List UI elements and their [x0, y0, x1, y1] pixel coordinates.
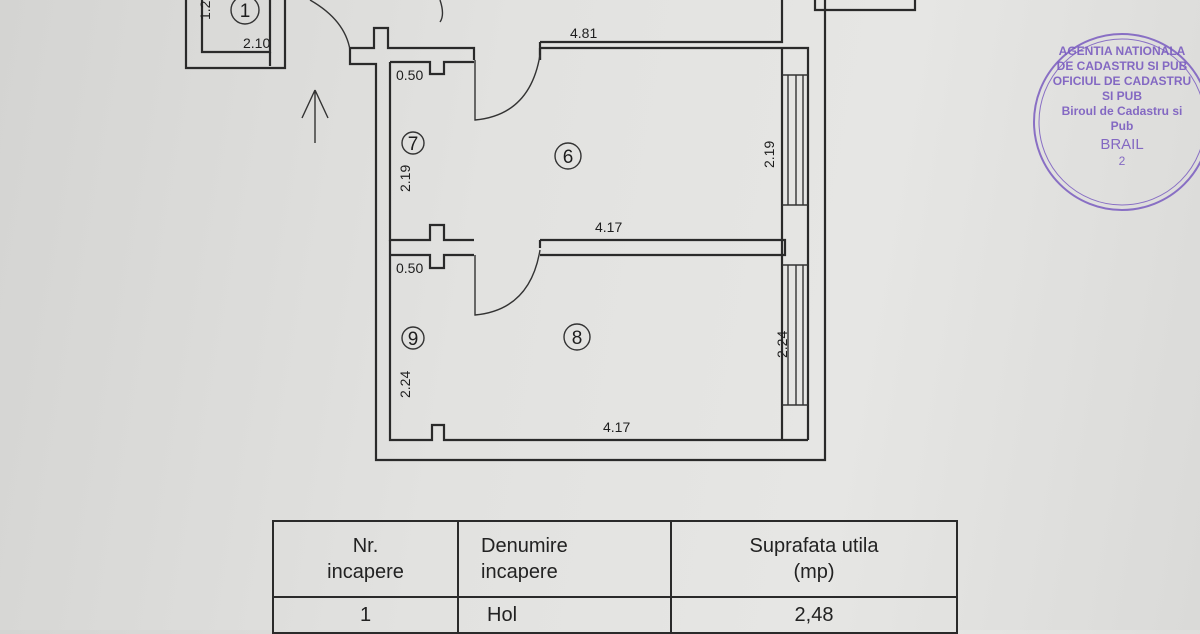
stamp-inner-text: Biroul de Cadastru si Pub	[1061, 104, 1183, 133]
stamp-outer-text: AGENTIA NATIONALA DE CADASTRU SI PUB	[1056, 44, 1188, 73]
official-stamp: AGENTIA NATIONALA DE CADASTRU SI PUB OFI…	[1052, 44, 1192, 169]
room-number: 8	[572, 328, 583, 349]
dimension: 4.17	[595, 219, 622, 235]
rooms-table: Nr. incapere Denumire incapere Suprafata…	[272, 520, 958, 634]
walls	[348, 0, 917, 462]
room-1: 1 1.2 2.10	[184, 0, 287, 70]
dimension: 2.24	[774, 331, 790, 358]
dimension: 2.24	[397, 371, 413, 398]
table-cell: 1	[272, 596, 459, 634]
dimension: 2.19	[761, 141, 777, 168]
dimension: 0.50	[396, 260, 423, 276]
room-number: 7	[408, 134, 419, 155]
column-header: Nr. incapere	[272, 520, 459, 598]
dimension: 2.10	[243, 35, 270, 51]
dimension: 2.19	[397, 165, 413, 192]
stamp-number: 2	[1118, 154, 1126, 168]
column-header: Suprafata utila (mp)	[670, 520, 958, 598]
table-header-row: Nr. incapere Denumire incapere Suprafata…	[272, 520, 958, 598]
arrow-up-icon	[301, 89, 329, 143]
table-cell: Hol	[457, 596, 672, 634]
table-row: 1 Hol 2,48	[272, 596, 958, 634]
official-stamp-ring	[1033, 33, 1200, 211]
stamp-middle-text: OFICIUL DE CADASTRU SI PUB	[1052, 74, 1192, 103]
room-number-circle	[230, 0, 260, 25]
door-room-8	[474, 249, 541, 316]
dimension: 4.17	[603, 419, 630, 435]
dimension: 4.81	[570, 25, 597, 41]
table-cell: 2,48	[670, 596, 958, 634]
room-number: 1	[240, 1, 251, 22]
room-number: 6	[563, 147, 574, 168]
stamp-city: BRAIL	[1100, 136, 1144, 153]
dimension: 0.50	[396, 67, 423, 83]
column-header: Denumire incapere	[457, 520, 672, 598]
room-number: 9	[408, 329, 419, 350]
door-room-6	[474, 54, 541, 121]
dimension: 1.2	[197, 0, 213, 20]
